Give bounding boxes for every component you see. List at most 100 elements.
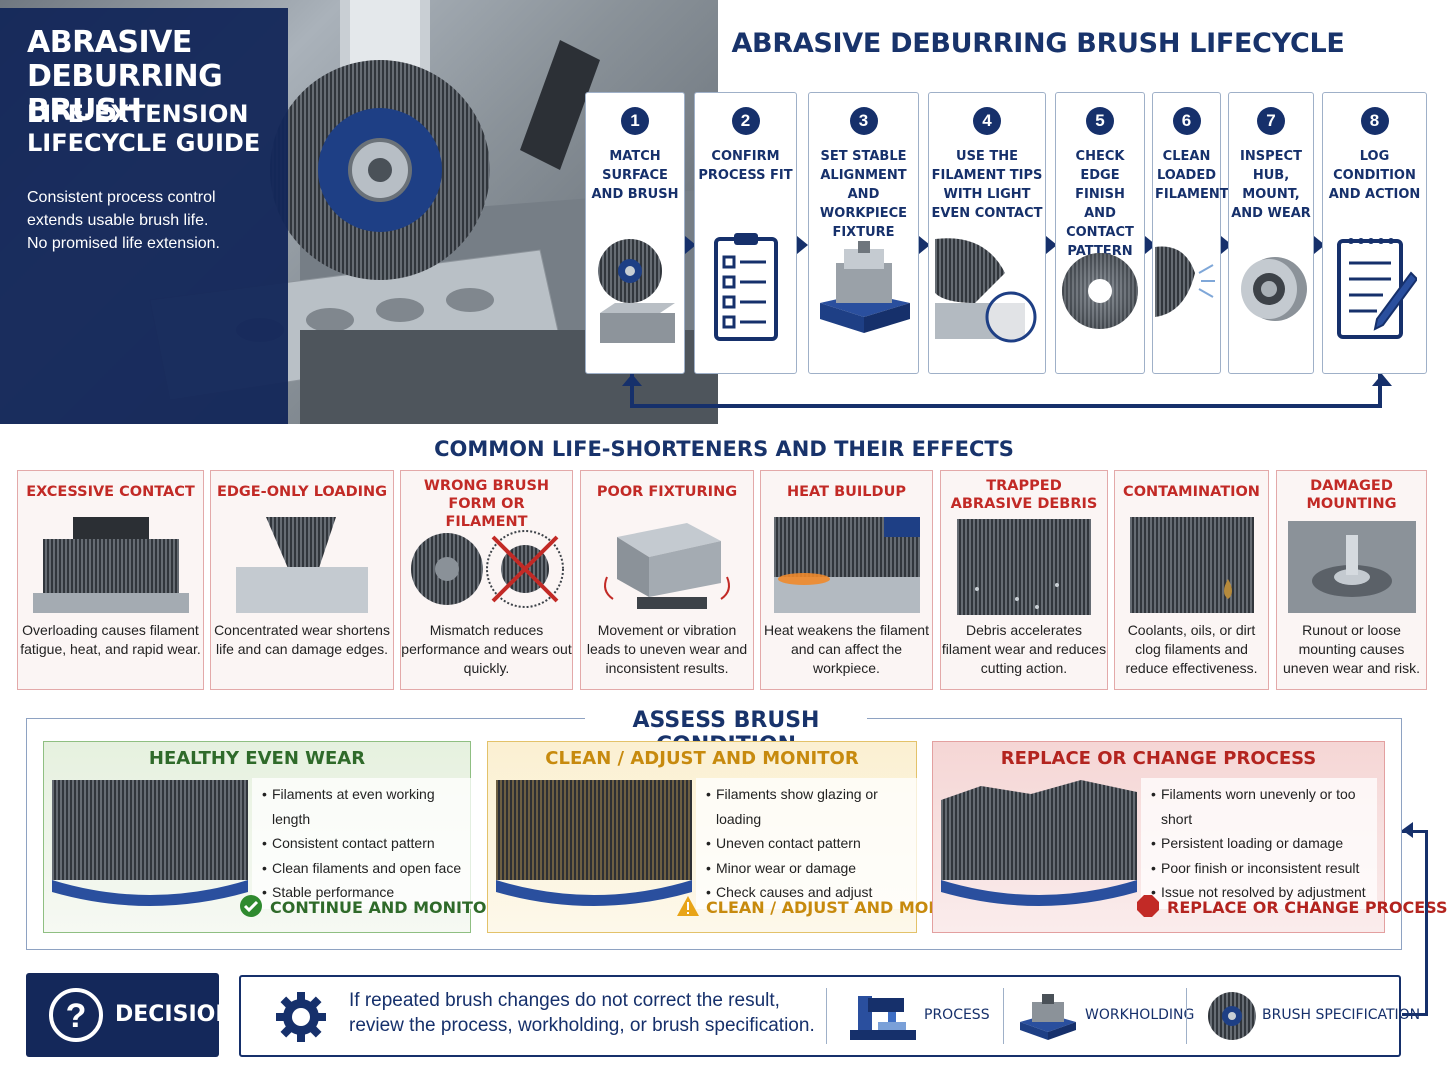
assess-card-title: HEALTHY EVEN WEAR [148,748,366,769]
assess-card-monitor: CLEAN / ADJUST AND MONITOR Filaments sho… [487,741,985,933]
heat-buildup-illustration [773,517,920,613]
poor-fixturing-illustration [604,523,730,609]
step-label: USE THE FILAMENT TIPS WITH LIGHT EVEN CO… [931,149,1043,221]
assess-bullet: Persistent loading or damage [1151,831,1367,856]
lifecycle-step-2: 2 CONFIRM PROCESS FIT [694,92,797,374]
hero-subtitle: LIFE-EXTENSION LIFECYCLE GUIDE [27,100,261,157]
assess-bullet: Consistent contact pattern [262,831,464,856]
edge-only-loading-illustration [236,517,368,613]
decision-return-connector [1402,830,1428,1016]
divider [826,988,827,1044]
lifecycle-step-6: 6 CLEAN LOADED FILAMENTS [1152,92,1238,374]
divider [1186,988,1187,1044]
loaded-brush-illustration [496,780,692,906]
check-circle-icon [240,895,262,917]
brush-disc-icon [1062,253,1138,329]
flow-arrow [919,236,930,254]
shortener-text: Concentrated wear shortens life and can … [214,622,390,657]
shortener-text: Mismatch reduces performance and wears o… [401,622,572,676]
step-label: MATCH SURFACE AND BRUSH [591,149,679,202]
vise-icon [1020,994,1076,1040]
brush-on-block-icon [598,239,675,343]
shortener-text: Debris accelerates filament wear and red… [941,622,1107,676]
hub-mount-icon [1241,257,1307,321]
shortener-title: CONTAMINATION [1123,484,1260,500]
step-label: SET STABLE ALIGNMENT AND WORKPIECE FIXTU… [819,149,908,240]
flow-arrow [1046,236,1057,254]
shortener-text: Runout or loose mounting causes uneven w… [1283,622,1420,676]
worn-brush-illustration [941,780,1137,906]
step-label: INSPECT HUB, MOUNT, AND WEAR [1231,149,1311,221]
assess-bullet: Check causes and adjust [706,880,908,905]
contamination-illustration [1129,517,1254,613]
clipboard-checklist-icon [713,233,778,341]
flow-arrow [797,236,808,254]
shortener-text: Movement or vibration leads to uneven we… [586,622,748,676]
step-number: 8 [1360,107,1389,135]
step-label: CHECK EDGE FINISH AND CONTACT PATTERN [1066,149,1134,259]
shortener-title: EDGE-ONLY LOADING [216,484,388,500]
flow-arrow [1314,236,1325,254]
step-number: 5 [1086,107,1114,135]
assess-card-title: CLEAN / ADJUST AND MONITOR [545,748,859,769]
excessive-contact-illustration [32,517,189,613]
lifecycle-step-5: 5 CHECK EDGE FINISH AND CONTACT PATTERN [1055,92,1145,374]
filament-tip-contact-icon [935,238,1037,343]
shortener-title: WRONG BRUSH FORM OR FILAMENT [423,478,550,530]
assess-bullet: Filaments show glazing or loading [706,782,908,831]
decision-link-workholding[interactable]: WORKHOLDING [1085,1007,1195,1023]
shortener-title: DAMAGED MOUNTING [1306,478,1397,512]
trapped-debris-illustration [957,519,1091,615]
decision-label: DECISION [115,1002,234,1027]
lifecycle-title: ABRASIVE DEBURRING BRUSH LIFECYCLE [731,28,1345,59]
assess-bullet: Uneven contact pattern [706,831,908,856]
shortener-card: CONTAMINATION Coolants, oils, or dirt cl… [1114,470,1269,690]
assess-card-healthy: HEALTHY EVEN WEAR Filaments at even work… [43,741,499,933]
hero-body-text: Consistent process control extends usabl… [27,189,220,252]
assess-bullet: Minor wear or damage [706,856,908,881]
step-number: 4 [973,107,1001,135]
shortener-card: WRONG BRUSH FORM OR FILAMENT Mismatch re… [400,470,573,690]
assess-bullet: Stable performance [262,880,464,905]
step-label: LOG CONDITION AND ACTION [1328,149,1421,202]
assess-footer-label: CONTINUE AND MONITOR [270,898,499,917]
assess-bullets: Filaments worn unevenly or too short Per… [1141,778,1377,909]
shortener-card: POOR FIXTURING Movement or vibration lea… [580,470,754,690]
flow-arrow [685,236,696,254]
vise-fixture-icon [819,241,910,333]
shortener-title: EXCESSIVE CONTACT [26,484,195,500]
step-number: 6 [1172,107,1201,135]
assess-bullet: Clean filaments and open face [262,856,464,881]
brush-wheel-icon [1208,992,1256,1040]
assess-bullets: Filaments show glazing or loading Uneven… [696,778,918,909]
shortener-title: TRAPPED ABRASIVE DEBRIS [950,478,1098,512]
return-arrow-icon [1402,822,1413,838]
step-label: CONFIRM PROCESS FIT [698,149,793,183]
flow-arrow [1221,236,1232,254]
decision-text: If repeated brush changes do not correct… [349,990,815,1036]
stop-octagon-icon [1137,895,1159,917]
wrong-brush-form-illustration [410,530,564,608]
loop-arrow-up-icon [622,374,642,386]
hero-title-panel [0,8,288,424]
lifecycle-step-8: 8 LOG CONDITION AND ACTION [1322,92,1427,374]
assess-bullet: Poor finish or inconsistent result [1151,856,1367,881]
divider [1003,988,1004,1044]
lifecycle-step-3: 3 SET STABLE ALIGNMENT AND WORKPIECE FIX… [808,92,919,374]
healthy-brush-illustration [52,780,248,906]
decision-link-process[interactable]: PROCESS [924,1007,990,1023]
assess-bullet: Filaments at even working length [262,782,464,831]
shortener-card: HEAT BUILDUP Heat weakens the filament a… [760,470,933,690]
shortener-card: TRAPPED ABRASIVE DEBRIS Debris accelerat… [940,470,1108,690]
assess-footer-label: REPLACE OR CHANGE PROCESS [1167,898,1448,917]
lifecycle-step-1: 1 MATCH SURFACE AND BRUSH [585,92,685,374]
assess-bullet: Filaments worn unevenly or too short [1151,782,1367,831]
question-circle-icon: ? [49,988,103,1042]
assess-bullets: Filaments at even working length Consist… [252,778,474,909]
decision-link-brush-specification[interactable]: BRUSH SPECIFICATION [1262,1007,1421,1023]
shortener-card: EDGE-ONLY LOADING Concentrated wear shor… [210,470,394,690]
shortener-card: DAMAGED MOUNTING Runout or loose mountin… [1276,470,1427,690]
gear-icon [276,992,326,1042]
assess-footer-label: CLEAN / ADJUST AND MONITOR [706,898,985,917]
brush-cleaning-icon [1154,246,1215,317]
